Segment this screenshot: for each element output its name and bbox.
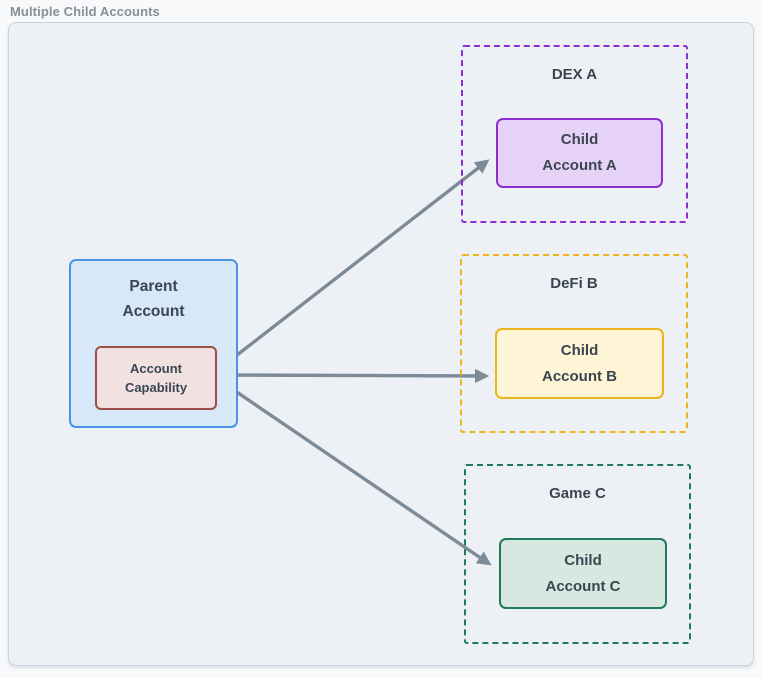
child-account-c-box: Child Account C xyxy=(499,538,667,609)
child-account-c-line1: Child xyxy=(564,551,602,569)
arrow-capability-to-child-c xyxy=(218,378,492,566)
arrow-capability-to-child-a xyxy=(217,159,490,371)
account-capability-label-line1: Account xyxy=(130,361,182,376)
child-account-a-line2: Account A xyxy=(542,157,617,174)
child-account-a-box: Child Account A xyxy=(496,118,663,188)
diagram-board: Parent Account Account Capability DEX A … xyxy=(8,22,754,666)
group-dex-a: DEX A Child Account A xyxy=(461,45,688,223)
child-account-a-line1: Child xyxy=(560,131,599,148)
child-account-b-box: Child Account B xyxy=(495,328,664,399)
group-game-c-label: Game C xyxy=(549,485,606,502)
account-capability-box: Account Capability xyxy=(95,346,217,410)
group-game-c: Game C Child Account C xyxy=(464,464,691,644)
child-account-c-line2: Account C xyxy=(545,577,621,595)
parent-account-label: Parent Account xyxy=(71,261,236,324)
parent-account-label-line2: Account xyxy=(122,303,185,320)
group-defi-b: DeFi B Child Account B xyxy=(460,254,688,433)
diagram-title: Multiple Child Accounts xyxy=(10,4,160,19)
parent-account-label-line1: Parent xyxy=(129,278,178,295)
group-dex-a-label: DEX A xyxy=(551,66,598,83)
parent-account-box: Parent Account Account Capability xyxy=(69,259,238,428)
child-account-b-line1: Child xyxy=(560,341,599,359)
arrow-capability-to-child-b xyxy=(219,368,490,384)
child-account-b-line2: Account B xyxy=(542,367,617,385)
account-capability-label-line2: Capability xyxy=(124,380,188,395)
group-defi-b-label: DeFi B xyxy=(550,275,598,292)
